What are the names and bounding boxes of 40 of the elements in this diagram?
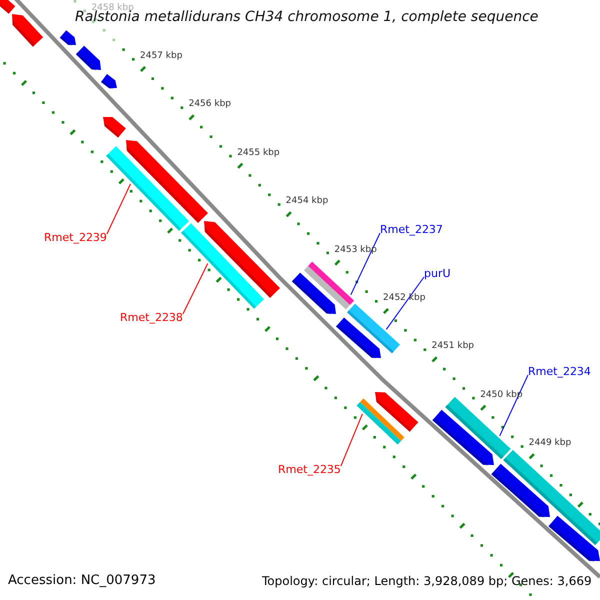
position-label: 2451 kbp: [432, 342, 474, 352]
gene-feature-block: [12, 14, 44, 47]
summary-text: Topology: circular; Length: 3,928,089 bp; Genes: 3,669: [262, 575, 592, 587]
gene-feature-block: [336, 318, 381, 358]
position-label: 2454 kbp: [286, 197, 328, 206]
gene-feature-block: [548, 516, 600, 562]
leader-line: [499, 374, 528, 436]
leader-line: [340, 413, 363, 466]
position-label: 2455 kbp: [237, 148, 280, 158]
leader-line: [182, 263, 208, 314]
gene-label: Rmet_2239: [44, 232, 107, 243]
gene-label: Rmet_2237: [380, 224, 443, 235]
map-title: Ralstonia metallidurans CH34 chromosome 1, complete sequence: [75, 10, 538, 24]
gene-feature-block: [347, 304, 400, 354]
gene-feature-block: [60, 30, 76, 46]
gene-feature-block: [375, 392, 418, 432]
gene-feature-block: [76, 46, 101, 70]
gene-feature-block: [101, 74, 117, 88]
gene-feature-block: [126, 140, 208, 223]
gene-feature-block: [181, 223, 264, 309]
gene-label: Rmet_2235: [278, 464, 341, 475]
position-label: 2457 kbp: [140, 52, 182, 61]
gene-feature-block: [503, 450, 600, 546]
gene-feature-block: [0, 0, 16, 14]
gene-feature-block: [432, 410, 494, 466]
position-label: 2449 kbp: [528, 439, 572, 448]
accession-text: Accession: NC_007973: [8, 574, 156, 587]
position-label: 2456 kbp: [188, 100, 231, 110]
position-label: 2452 kbp: [383, 294, 426, 303]
gene-label: Rmet_2238: [120, 312, 183, 323]
gene-feature-block: [204, 221, 280, 298]
gene-feature-block: [304, 262, 354, 310]
gene-feature-block: [103, 117, 126, 138]
leader-line: [386, 276, 424, 330]
gene-feature-block: [292, 272, 336, 314]
gene-label: Rmet_2234: [528, 366, 591, 377]
gene-label: purU: [424, 268, 451, 279]
gene-feature-block: [356, 398, 404, 445]
gene-feature-block: [491, 464, 550, 518]
gene-feature-block: [106, 146, 189, 231]
